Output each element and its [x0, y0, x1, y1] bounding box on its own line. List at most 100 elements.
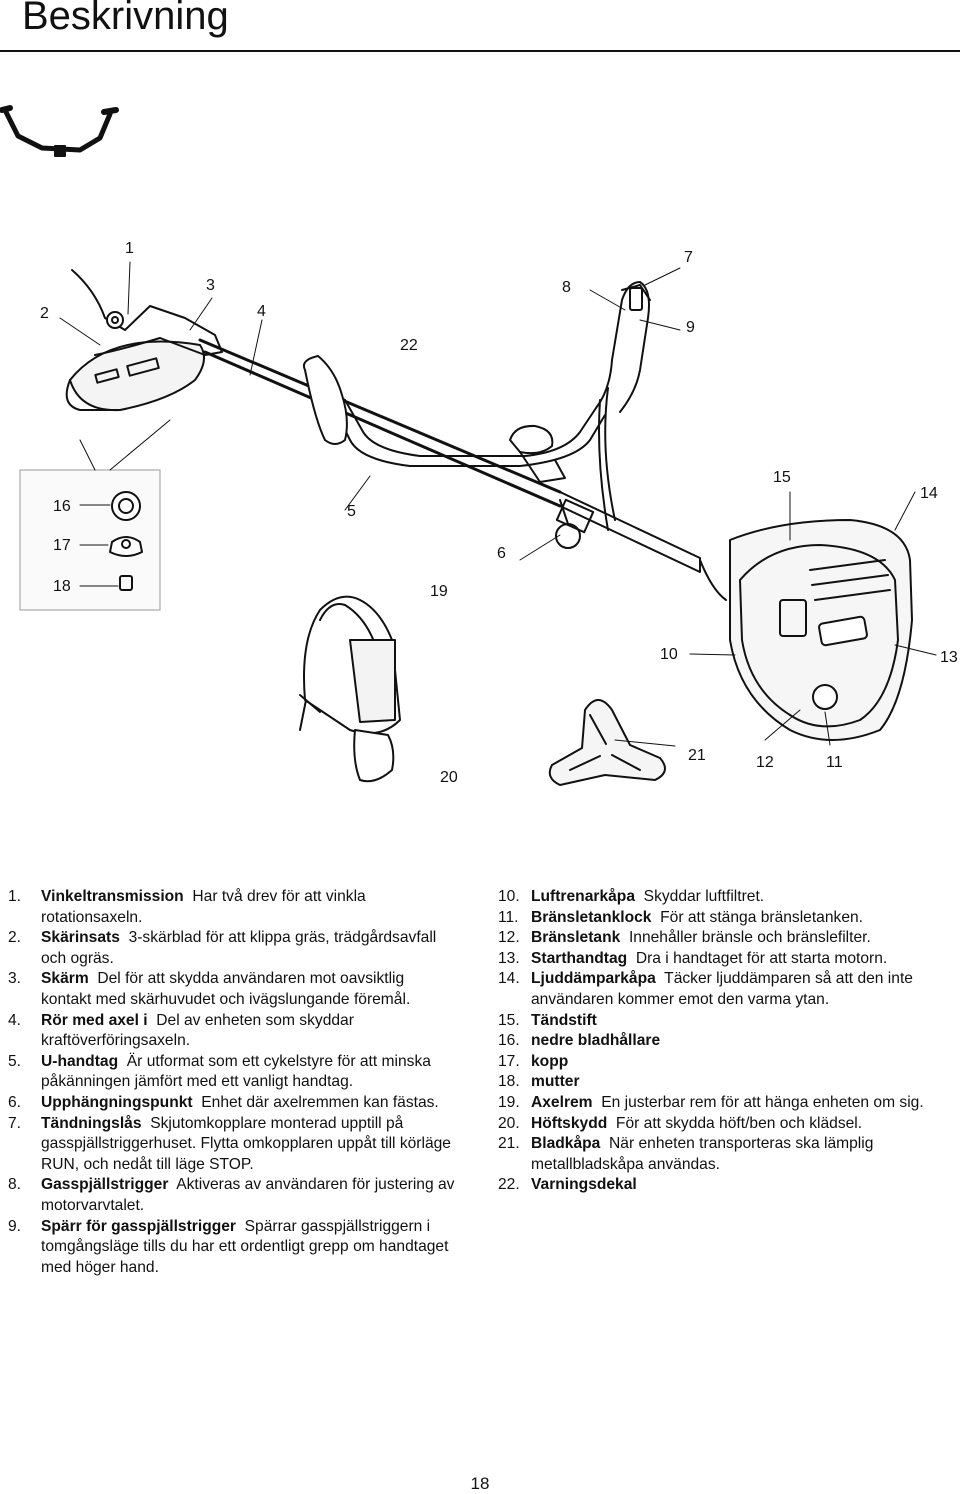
item-text: Har två drev för att vinkla rotationsaxe…	[41, 888, 366, 926]
callout-1: 1	[125, 240, 134, 257]
item-number: 12.	[498, 929, 520, 947]
cutting-head	[65, 269, 223, 412]
item-term: Höftskydd	[531, 1114, 608, 1132]
description-item: 5.U-handtag Är utformat som ett cykelsty…	[8, 1052, 458, 1093]
item-number: 10.	[498, 888, 520, 905]
page-title: Beskrivning	[22, 0, 229, 38]
callout-15: 15	[773, 469, 791, 486]
item-number: 3.	[8, 970, 22, 988]
handle-clamp	[509, 424, 581, 549]
item-term: U-handtag	[41, 1052, 119, 1070]
item-term: Varningsdekal	[531, 1176, 637, 1194]
item-number: 11.	[498, 908, 519, 926]
page-number: 18	[470, 1474, 490, 1493]
description-item: 3. Skärm Del för att skydda användaren mo…	[8, 969, 458, 1010]
item-term: Tändningslås	[41, 1114, 142, 1132]
callout-14: 14	[920, 485, 938, 502]
callout-10: 10	[660, 646, 678, 663]
item-number: 20.	[498, 1114, 520, 1132]
item-number: 14.	[498, 970, 520, 988]
item-term: Bränsletanklock	[531, 908, 652, 926]
item-term: Rör med axel i	[41, 1011, 148, 1029]
item-term: kopp	[531, 1052, 569, 1070]
description-item: 16. nedre bladhållare	[498, 1031, 958, 1052]
item-number: 16.	[498, 1032, 520, 1050]
blade-cover	[548, 699, 666, 786]
description-item: 2. Skärinsats 3-skärblad för att klippa g…	[8, 928, 458, 969]
item-term: Ljuddämparkåpa	[531, 970, 656, 988]
item-term: Gasspjällstrigger	[41, 1176, 169, 1194]
description-item: 15.Tändstift	[498, 1011, 958, 1032]
description-item: 18. mutter	[498, 1072, 958, 1093]
shoulder-harness	[299, 595, 401, 783]
item-text: Del för att skydda användaren mot oavsik…	[41, 970, 411, 1008]
callout-17: 17	[53, 537, 71, 554]
item-term: Axelrem	[531, 1093, 593, 1111]
description-item: 20. Höftskydd För att skydda höft/ben och…	[498, 1114, 958, 1135]
callout-4: 4	[257, 303, 266, 320]
callout-2: 2	[40, 305, 49, 322]
description-item: 9.Spärr för gasspjällstrigger Spärrar ga…	[8, 1217, 458, 1279]
item-number: 17.	[498, 1052, 520, 1070]
item-term: Bränsletank	[531, 929, 621, 947]
item-text: Enhet där axelremmen kan fästas.	[201, 1093, 439, 1111]
description-item: 22. Varningsdekal	[498, 1175, 958, 1196]
item-term: Skärm	[41, 970, 89, 988]
callout-6: 6	[497, 545, 506, 562]
callout-9: 9	[686, 319, 695, 336]
item-text: Skjutomkopplare monterad upptill på gass…	[41, 1114, 451, 1173]
item-number: 13.	[498, 949, 520, 967]
item-term: Skärinsats	[41, 929, 120, 947]
engine	[699, 519, 913, 741]
callout-5: 5	[347, 503, 356, 520]
description-item: 12. Bränsletank Innehåller bränsle och br…	[498, 928, 958, 949]
item-term: Bladkåpa	[531, 1135, 601, 1153]
callout-19: 19	[430, 583, 448, 600]
item-number: 2.	[8, 929, 22, 947]
callout-leader-lines	[59, 261, 937, 747]
item-text: 3-skärblad för att klippa gräs, trädgård…	[41, 929, 437, 967]
item-text: Täcker ljuddämparen så att den inte anvä…	[531, 970, 913, 1008]
callout-20: 20	[440, 769, 458, 786]
description-item: 7.Tändningslås Skjutomkopplare monterad …	[8, 1114, 458, 1176]
description-item: 19.Axelrem En justerbar rem för att häng…	[498, 1093, 958, 1114]
item-number: 6.	[8, 1093, 22, 1111]
callout-12: 12	[756, 754, 774, 771]
item-term: Starthandtag	[531, 949, 628, 967]
callout-13: 13	[940, 649, 958, 666]
item-text: Är utformat som ett cykelstyre för att m…	[41, 1052, 431, 1091]
item-text: För att skydda höft/ben och klädsel.	[615, 1114, 863, 1132]
item-term: mutter	[531, 1073, 580, 1091]
item-text: För att stänga bränsletanken.	[660, 908, 863, 926]
description-item: 1.Vinkeltransmission Har två drev för at…	[8, 887, 458, 928]
item-number: 22.	[498, 1176, 520, 1194]
callout-3: 3	[206, 277, 215, 294]
descriptions-left: 1.Vinkeltransmission Har två drev för at…	[8, 887, 458, 1278]
item-term: Tändstift	[531, 1011, 597, 1029]
description-item: 13. Starthandtag Dra i handtaget för att …	[498, 949, 958, 970]
item-text: Innehåller bränsle och bränslefilter.	[628, 929, 871, 947]
callout-16: 16	[53, 498, 71, 515]
callout-22: 22	[400, 337, 418, 354]
u-handle	[302, 281, 651, 531]
description-item: 11. Bränsletanklock För att stänga bränsl…	[498, 908, 958, 929]
description-item: 17. kopp	[498, 1052, 958, 1073]
item-text: Spärrar gasspjällstriggern i tomgångsläg…	[41, 1217, 449, 1276]
item-number: 8.	[8, 1176, 22, 1194]
item-text: Skyddar luftfiltret.	[643, 888, 765, 905]
description-item: 21. Bladkåpa När enheten transporteras sk…	[498, 1134, 958, 1175]
item-number: 4.	[8, 1011, 22, 1029]
item-text: En justerbar rem för att hänga enheten o…	[601, 1093, 924, 1111]
item-text: Dra i handtaget för att starta motorn.	[635, 949, 888, 967]
descriptions-right: 10. Luftrenarkåpa Skyddar luftfiltret. 11.…	[498, 887, 958, 1196]
item-term: Vinkeltransmission	[41, 888, 184, 905]
item-number: 21.	[498, 1135, 520, 1153]
callout-11: 11	[826, 754, 843, 771]
item-text: När enheten transporteras ska lämplig me…	[531, 1135, 874, 1173]
item-number: 9.	[8, 1217, 22, 1235]
item-term: nedre bladhållare	[531, 1032, 661, 1050]
item-term: Luftrenarkåpa	[531, 888, 635, 905]
item-number: 18.	[498, 1073, 520, 1091]
